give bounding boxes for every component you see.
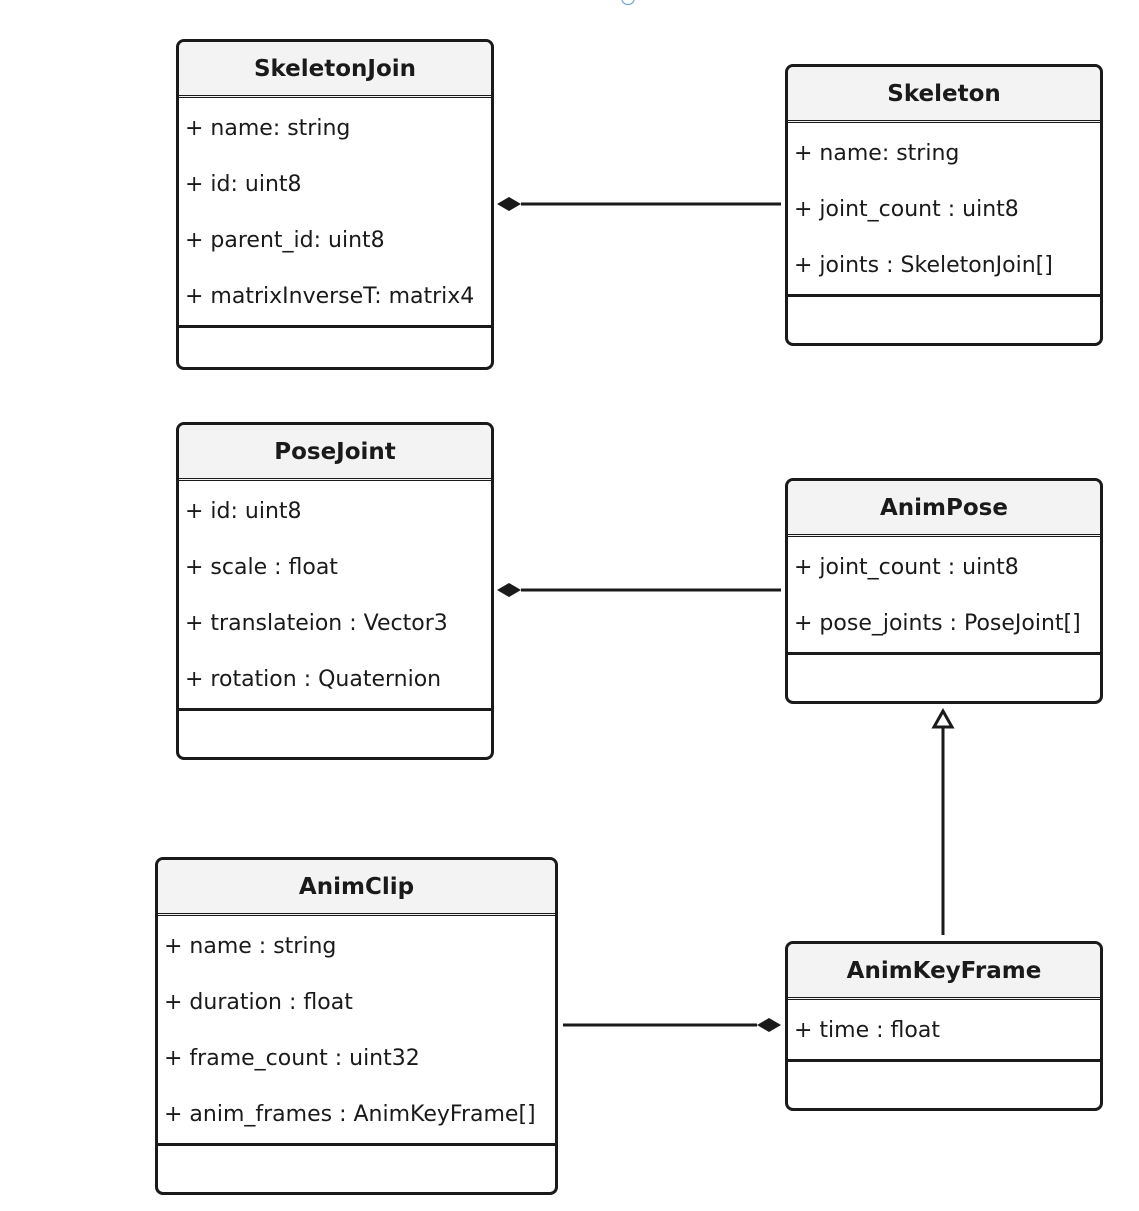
attribute-list: + id: uint8 + scale : float + translatei… <box>179 481 491 711</box>
diamond-icon <box>497 583 521 597</box>
hollow-triangle-icon <box>931 707 955 729</box>
attribute[interactable]: + scale : float <box>185 555 338 580</box>
diamond-icon <box>497 197 521 211</box>
class-animclip[interactable]: AnimClip + name : string + duration : fl… <box>155 857 558 1195</box>
composition-posejoint-animpose[interactable] <box>497 583 781 597</box>
class-animkeyframe[interactable]: AnimKeyFrame + time : float <box>785 941 1103 1111</box>
attribute-list: + name : string + duration : float + fra… <box>158 916 555 1146</box>
attribute[interactable]: + time : float <box>794 1018 940 1043</box>
attribute[interactable]: + name : string <box>164 934 337 959</box>
attribute-list: + time : float <box>788 1000 1100 1062</box>
attribute[interactable]: + id: uint8 <box>185 499 302 524</box>
attribute[interactable]: + translateion : Vector3 <box>185 611 448 636</box>
operations-section <box>179 328 491 367</box>
attribute[interactable]: + matrixInverseT: matrix4 <box>185 284 475 309</box>
attribute[interactable]: + name: string <box>185 116 351 141</box>
attribute[interactable]: + joint_count : uint8 <box>794 197 1019 222</box>
attribute[interactable]: + duration : float <box>164 990 353 1015</box>
composition-skeletonjoin-skeleton[interactable] <box>497 197 781 211</box>
class-name: AnimKeyFrame <box>788 944 1100 1000</box>
attribute[interactable]: + joint_count : uint8 <box>794 555 1019 580</box>
operations-section <box>788 1062 1100 1108</box>
attribute-list: + name: string + joint_count : uint8 + j… <box>788 123 1100 297</box>
class-name: AnimClip <box>158 860 555 916</box>
class-posejoint[interactable]: PoseJoint + id: uint8 + scale : float + … <box>176 422 494 760</box>
operations-section <box>179 711 491 757</box>
class-skeleton[interactable]: Skeleton + name: string + joint_count : … <box>785 64 1103 346</box>
operations-section <box>158 1146 555 1192</box>
composition-animclip-animkeyframe[interactable] <box>563 1018 781 1032</box>
attribute[interactable]: + pose_joints : PoseJoint[] <box>794 611 1081 636</box>
attribute[interactable]: + name: string <box>794 141 960 166</box>
class-animpose[interactable]: AnimPose + joint_count : uint8 + pose_jo… <box>785 478 1103 704</box>
class-name: Skeleton <box>788 67 1100 123</box>
class-skeletonjoin[interactable]: SkeletonJoin + name: string + id: uint8 … <box>176 39 494 370</box>
operations-section <box>788 297 1100 343</box>
inheritance-animkeyframe-animpose[interactable] <box>931 707 955 935</box>
diamond-icon <box>757 1018 781 1032</box>
operations-section <box>788 655 1100 701</box>
class-name: SkeletonJoin <box>179 42 491 98</box>
attribute-list: + name: string + id: uint8 + parent_id: … <box>179 98 491 328</box>
attribute[interactable]: + frame_count : uint32 <box>164 1046 420 1071</box>
class-name: PoseJoint <box>179 425 491 481</box>
attribute[interactable]: + anim_frames : AnimKeyFrame[] <box>164 1102 536 1127</box>
class-name: AnimPose <box>788 481 1100 537</box>
attribute-list: + joint_count : uint8 + pose_joints : Po… <box>788 537 1100 655</box>
attribute[interactable]: + id: uint8 <box>185 172 302 197</box>
attribute[interactable]: + rotation : Quaternion <box>185 667 442 692</box>
attribute[interactable]: + parent_id: uint8 <box>185 228 385 253</box>
attribute[interactable]: + joints : SkeletonJoin[] <box>794 253 1053 278</box>
